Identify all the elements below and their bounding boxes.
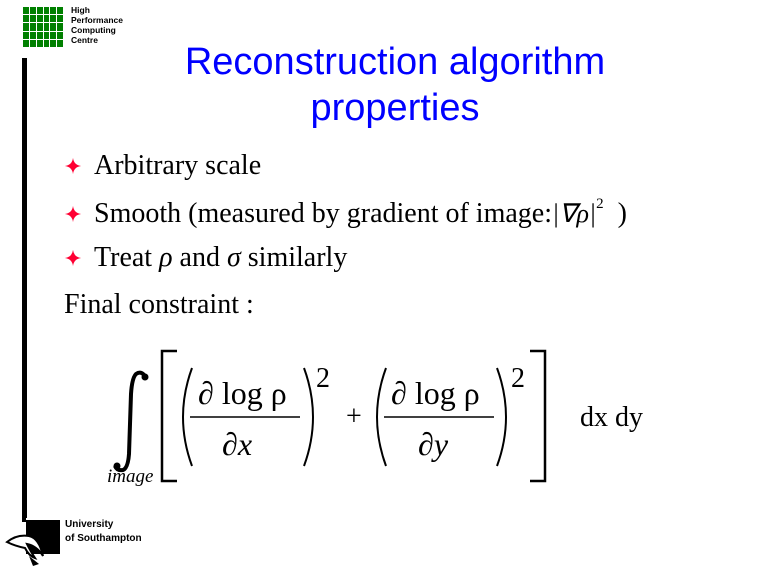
rho-symbol: ρ <box>159 242 173 273</box>
title-line-1: Reconstruction algorithm <box>184 41 606 83</box>
bullet-item: Smooth (measured by gradient of image:|∇… <box>64 196 627 230</box>
close-paren: ) <box>617 198 627 229</box>
university-logo-text: University of Southampton <box>65 518 142 546</box>
hpc-logo-text: High Performance Computing Centre <box>71 5 123 45</box>
plus-sign: + <box>346 401 362 432</box>
dolphin-logo-icon <box>5 512 60 566</box>
sigma-symbol: σ <box>226 242 241 273</box>
vertical-divider <box>22 58 27 518</box>
final-constraint-label: Final constraint : <box>64 289 254 320</box>
integral-subscript: image <box>107 466 153 487</box>
bullet-text: similarly <box>240 242 348 273</box>
bullet-item: Arbitrary scale <box>64 150 261 182</box>
red-star-bullet-icon <box>64 249 82 267</box>
hpc-logo-grid-icon <box>23 7 63 47</box>
bullet-text: and <box>172 242 227 273</box>
bullet-item: Treat ρ and σ similarly <box>64 242 347 274</box>
exponent-y: 2 <box>511 363 525 394</box>
numerator-x: ∂ log ρ <box>198 375 287 411</box>
red-star-bullet-icon <box>64 157 82 175</box>
right-paren <box>303 367 314 467</box>
bullet-text: Treat <box>94 242 160 273</box>
right-paren <box>496 367 507 467</box>
hpc-line: Computing <box>71 25 116 35</box>
university-line-2: of Southampton <box>65 533 142 544</box>
bullet-text: Arbitrary scale <box>94 150 262 181</box>
left-paren <box>376 367 387 467</box>
hpc-line: High <box>71 5 90 15</box>
denominator-y: ∂y <box>418 426 449 462</box>
exponent-x: 2 <box>316 363 330 394</box>
numerator-y: ∂ log ρ <box>391 375 480 411</box>
differential: dx dy <box>580 402 643 433</box>
left-paren <box>182 367 193 467</box>
bullet-text: Smooth (measured by gradient of image: <box>94 198 552 229</box>
hpc-line: Performance <box>71 15 123 25</box>
denominator-x: ∂x <box>222 426 252 462</box>
title-line-2: properties <box>310 87 480 129</box>
gradient-rho-math: |∇ρ| <box>552 199 597 228</box>
red-star-bullet-icon <box>64 205 82 223</box>
right-bracket <box>530 349 547 483</box>
left-bracket <box>160 349 177 483</box>
university-line-1: University <box>65 519 114 530</box>
integral-sign-icon <box>113 370 148 473</box>
exponent: 2 <box>596 196 604 212</box>
hpc-line: Centre <box>71 35 98 45</box>
slide-title: Reconstruction algorithm properties <box>120 39 670 131</box>
